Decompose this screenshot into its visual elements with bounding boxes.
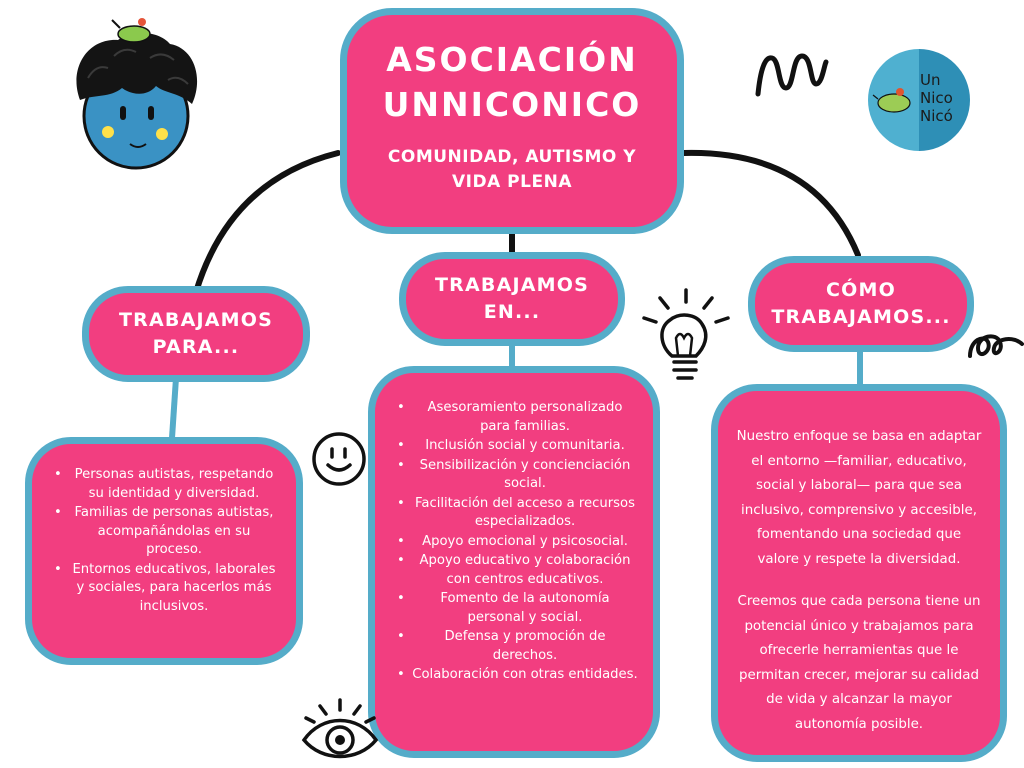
heading-como-trabajamos-label: CÓMO TRABAJAMOS... bbox=[771, 279, 951, 328]
list-item: Asesoramiento personalizado para familia… bbox=[397, 399, 639, 436]
lightbulb-icon bbox=[642, 288, 730, 380]
logo-line-2: Nico bbox=[920, 89, 953, 107]
list-item: Apoyo educativo y colaboración con centr… bbox=[397, 552, 639, 589]
scribble-m-icon bbox=[755, 53, 829, 97]
title-line-2: UNNICONICO bbox=[382, 85, 642, 124]
connector-right-curve bbox=[681, 149, 861, 258]
list-item: Apoyo emocional y psicosocial. bbox=[397, 533, 639, 552]
child-face-icon bbox=[76, 18, 198, 170]
list-trabajamos-en: Asesoramiento personalizado para familia… bbox=[397, 399, 639, 685]
logo-line-3: Nicó bbox=[920, 107, 953, 125]
heading-trabajamos-para: TRABAJAMOS PARA... bbox=[82, 286, 310, 382]
list-item: Fomento de la autonomía personal y socia… bbox=[397, 590, 639, 627]
smiley-icon bbox=[312, 432, 366, 486]
list-item: Colaboración con otras entidades. bbox=[397, 666, 639, 685]
list-item: Inclusión social y comunitaria. bbox=[397, 437, 639, 456]
stem-left bbox=[169, 377, 179, 439]
content-trabajamos-en: Asesoramiento personalizado para familia… bbox=[368, 366, 660, 758]
content-como-trabajamos: Nuestro enfoque se basa en adaptar el en… bbox=[711, 384, 1007, 762]
logo-line-1: Un bbox=[920, 71, 941, 89]
paragraph-enfoque: Nuestro enfoque se basa en adaptar el en… bbox=[736, 429, 982, 567]
eye-icon bbox=[301, 698, 379, 759]
title-line-1: ASOCIACIÓN bbox=[386, 40, 638, 79]
logo-bug-icon bbox=[872, 88, 911, 113]
content-trabajamos-para: Personas autistas, respetando su identid… bbox=[25, 437, 303, 665]
heading-trabajamos-en: TRABAJAMOS EN... bbox=[399, 252, 625, 346]
logo-text: Un Nico Nicó bbox=[920, 71, 953, 125]
list-item: Sensibilización y concienciación social. bbox=[397, 457, 639, 494]
title-subtitle: COMUNIDAD, AUTISMO Y VIDA PLENA bbox=[387, 147, 637, 192]
list-item: Personas autistas, respetando su identid… bbox=[54, 466, 280, 503]
heading-trabajamos-en-label: TRABAJAMOS EN... bbox=[435, 274, 589, 323]
list-trabajamos-para: Personas autistas, respetando su identid… bbox=[54, 466, 280, 616]
paragraph-creemos: Creemos que cada persona tiene un potenc… bbox=[737, 594, 981, 732]
list-item: Defensa y promoción de derechos. bbox=[397, 628, 639, 665]
heading-como-trabajamos: CÓMO TRABAJAMOS... bbox=[748, 256, 974, 352]
list-item: Entornos educativos, laborales y sociale… bbox=[54, 561, 280, 617]
list-item: Familias de personas autistas, acompañán… bbox=[54, 504, 280, 560]
swirl-icon bbox=[968, 334, 1024, 358]
list-item: Facilitación del acceso a recursos espec… bbox=[397, 495, 639, 532]
title-box: ASOCIACIÓN UNNICONICO COMUNIDAD, AUTISMO… bbox=[340, 8, 684, 234]
heading-trabajamos-para-label: TRABAJAMOS PARA... bbox=[119, 309, 273, 358]
logo-icon: Un Nico Nicó bbox=[868, 49, 970, 151]
connector-left-curve bbox=[193, 150, 341, 295]
